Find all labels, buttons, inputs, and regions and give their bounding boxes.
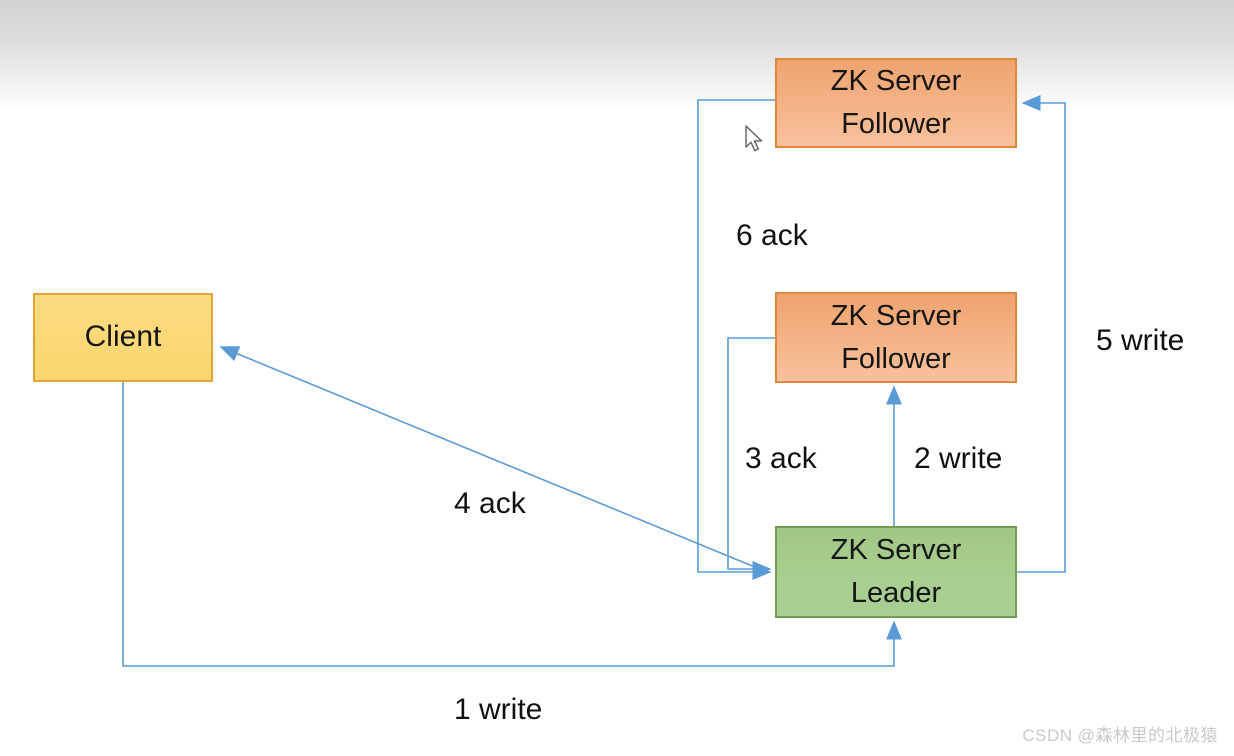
edge-label-4-ack: 4 ack	[454, 487, 526, 520]
csdn-watermark: CSDN @森林里的北极猿	[1022, 726, 1218, 745]
node-zk-server-follower-top: ZK Server Follower	[775, 58, 1017, 148]
edge-4-ack-line	[219, 346, 763, 571]
edge-3-ack-line	[727, 337, 775, 577]
node-zk-server-follower-middle: ZK Server Follower	[775, 292, 1017, 383]
node-client: Client	[33, 293, 213, 382]
mouse-cursor-icon	[745, 125, 763, 152]
edge-label-5-write: 5 write	[1096, 324, 1185, 357]
edge-6-ack-line	[697, 99, 775, 580]
edge-label-3-ack: 3 ack	[745, 442, 817, 475]
edge-label-6-ack: 6 ack	[736, 219, 808, 252]
edge-5-write-line	[1017, 95, 1066, 573]
node-zk-server-leader: ZK Server Leader	[775, 526, 1017, 618]
edge-1-write-line	[122, 382, 902, 667]
edge-label-1-write: 1 write	[454, 693, 543, 726]
edge-label-2-write: 2 write	[914, 442, 1003, 475]
